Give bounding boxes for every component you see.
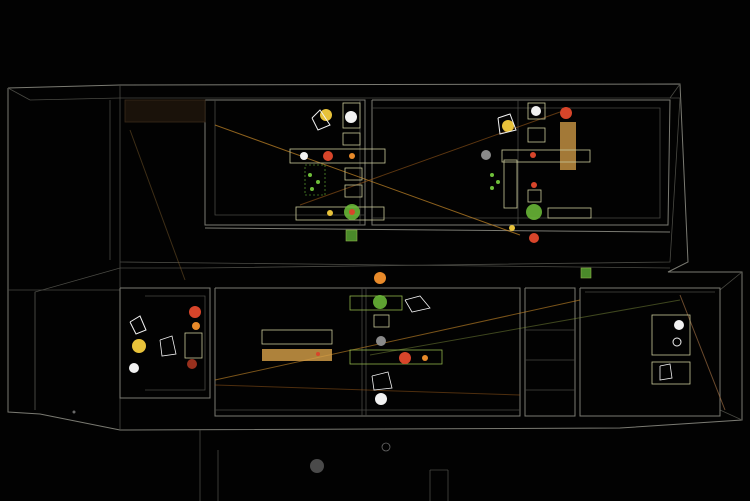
small-marker — [381, 442, 391, 452]
red-fixture-upper-right[interactable] — [560, 107, 572, 119]
yellow-fixture-lower-left[interactable] — [132, 339, 146, 353]
white-fixture-lower-right[interactable] — [674, 320, 684, 330]
point-marker — [72, 410, 76, 414]
stair-block — [124, 99, 206, 123]
floor-marker — [310, 459, 324, 473]
green-fixture-upper-right[interactable] — [526, 204, 542, 220]
white-fixture-lower-center[interactable] — [375, 393, 387, 405]
room-lower-center[interactable] — [214, 287, 521, 417]
red-fixture-lower-center[interactable] — [399, 352, 411, 364]
room-lower-left[interactable] — [119, 287, 211, 399]
fixtures-lower-center[interactable] — [261, 272, 443, 405]
room-lower-stairs[interactable] — [524, 287, 576, 417]
green-fixture-lower-center[interactable] — [373, 295, 387, 309]
fixtures-lower-right[interactable] — [651, 314, 691, 385]
room-lower-right[interactable] — [579, 287, 721, 417]
red-fixture[interactable] — [323, 151, 333, 161]
fixtures-lower-left[interactable] — [129, 306, 203, 373]
yellow-fixture-upper-right[interactable] — [502, 120, 514, 132]
corridor-upper — [119, 99, 671, 269]
light-beams — [129, 111, 726, 411]
fixtures-upper-right[interactable] — [481, 102, 592, 279]
fixtures-upper-left[interactable] — [289, 102, 386, 242]
orange-fixture[interactable] — [374, 272, 386, 284]
red-fixture-lower-left[interactable] — [189, 306, 201, 318]
room-upper-right[interactable] — [371, 99, 671, 226]
warm-light-bar[interactable] — [262, 349, 332, 361]
warm-light-strip[interactable] — [560, 122, 576, 170]
yellow-fixture[interactable] — [320, 109, 332, 121]
white-spot-light[interactable] — [345, 111, 357, 123]
